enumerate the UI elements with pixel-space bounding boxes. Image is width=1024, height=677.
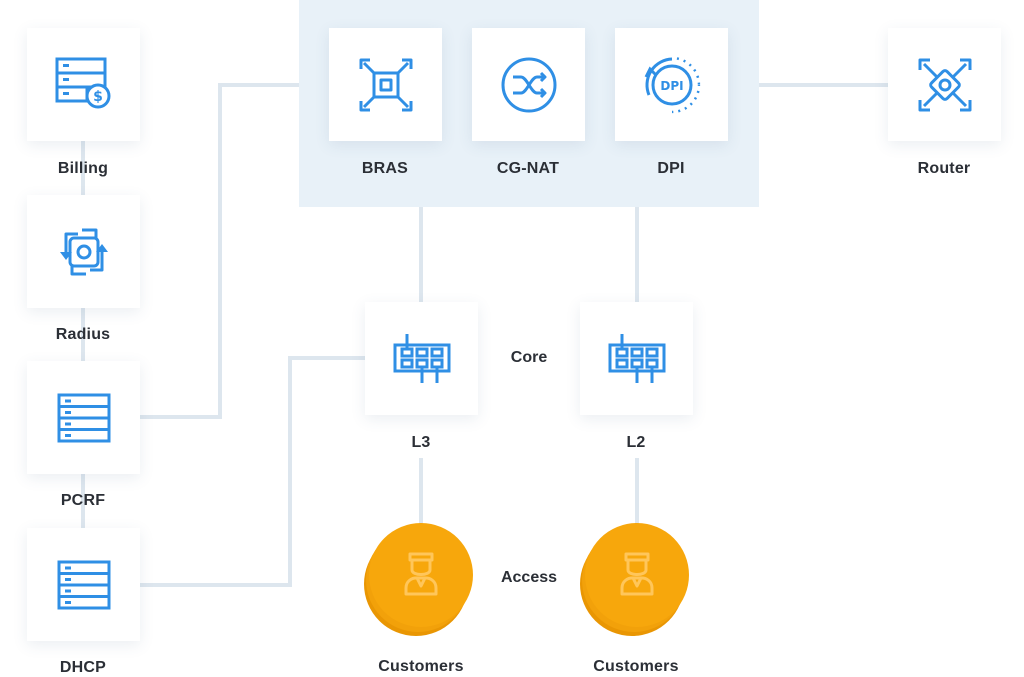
radius-label: Radius — [55, 326, 111, 343]
dhcp-label: DHCP — [59, 659, 107, 676]
dhcp-node[interactable] — [27, 528, 140, 641]
dpi-icon: DPI — [640, 53, 704, 117]
customers-l3-node[interactable] — [360, 520, 480, 640]
l2-label: L2 — [626, 434, 646, 451]
cgnat-node[interactable] — [472, 28, 585, 141]
billing-node[interactable]: $ — [27, 28, 140, 141]
l3-node[interactable] — [365, 302, 478, 415]
radius-node[interactable] — [27, 195, 140, 308]
server-dollar-icon: $ — [55, 57, 110, 108]
server-icon — [57, 560, 110, 609]
dpi-node[interactable]: DPI — [615, 28, 728, 141]
billing-label: Billing — [57, 160, 109, 177]
bras-node[interactable] — [329, 28, 442, 141]
server-icon — [57, 393, 110, 442]
shuffle-icon — [501, 57, 556, 112]
access-tier-label: Access — [500, 569, 558, 586]
svg-text:$: $ — [93, 89, 103, 105]
customer-icon — [364, 523, 473, 636]
pcrf-label: PCRF — [60, 492, 106, 509]
router-icon — [918, 58, 971, 111]
radius-arrows-icon — [59, 228, 108, 275]
bras-label: BRAS — [361, 160, 409, 177]
l2-node[interactable] — [580, 302, 693, 415]
customers-l3-label: Customers — [378, 658, 464, 675]
dpi-icon-text: DPI — [660, 79, 683, 93]
router-node[interactable] — [888, 28, 1001, 141]
switch-icon — [393, 333, 450, 383]
link-pcrf-bras — [140, 83, 300, 419]
dpi-label: DPI — [657, 160, 685, 177]
router-label: Router — [917, 160, 971, 177]
switch-icon — [608, 333, 665, 383]
pcrf-node[interactable] — [27, 361, 140, 474]
customers-l2-node[interactable] — [576, 520, 696, 640]
customers-l2-label: Customers — [593, 658, 679, 675]
core-tier-label: Core — [510, 349, 548, 366]
bras-expand-icon — [359, 58, 412, 111]
l3-label: L3 — [411, 434, 431, 451]
customer-icon — [580, 523, 689, 636]
cgnat-label: CG-NAT — [496, 160, 560, 177]
link-dhcp-l3 — [140, 356, 366, 587]
